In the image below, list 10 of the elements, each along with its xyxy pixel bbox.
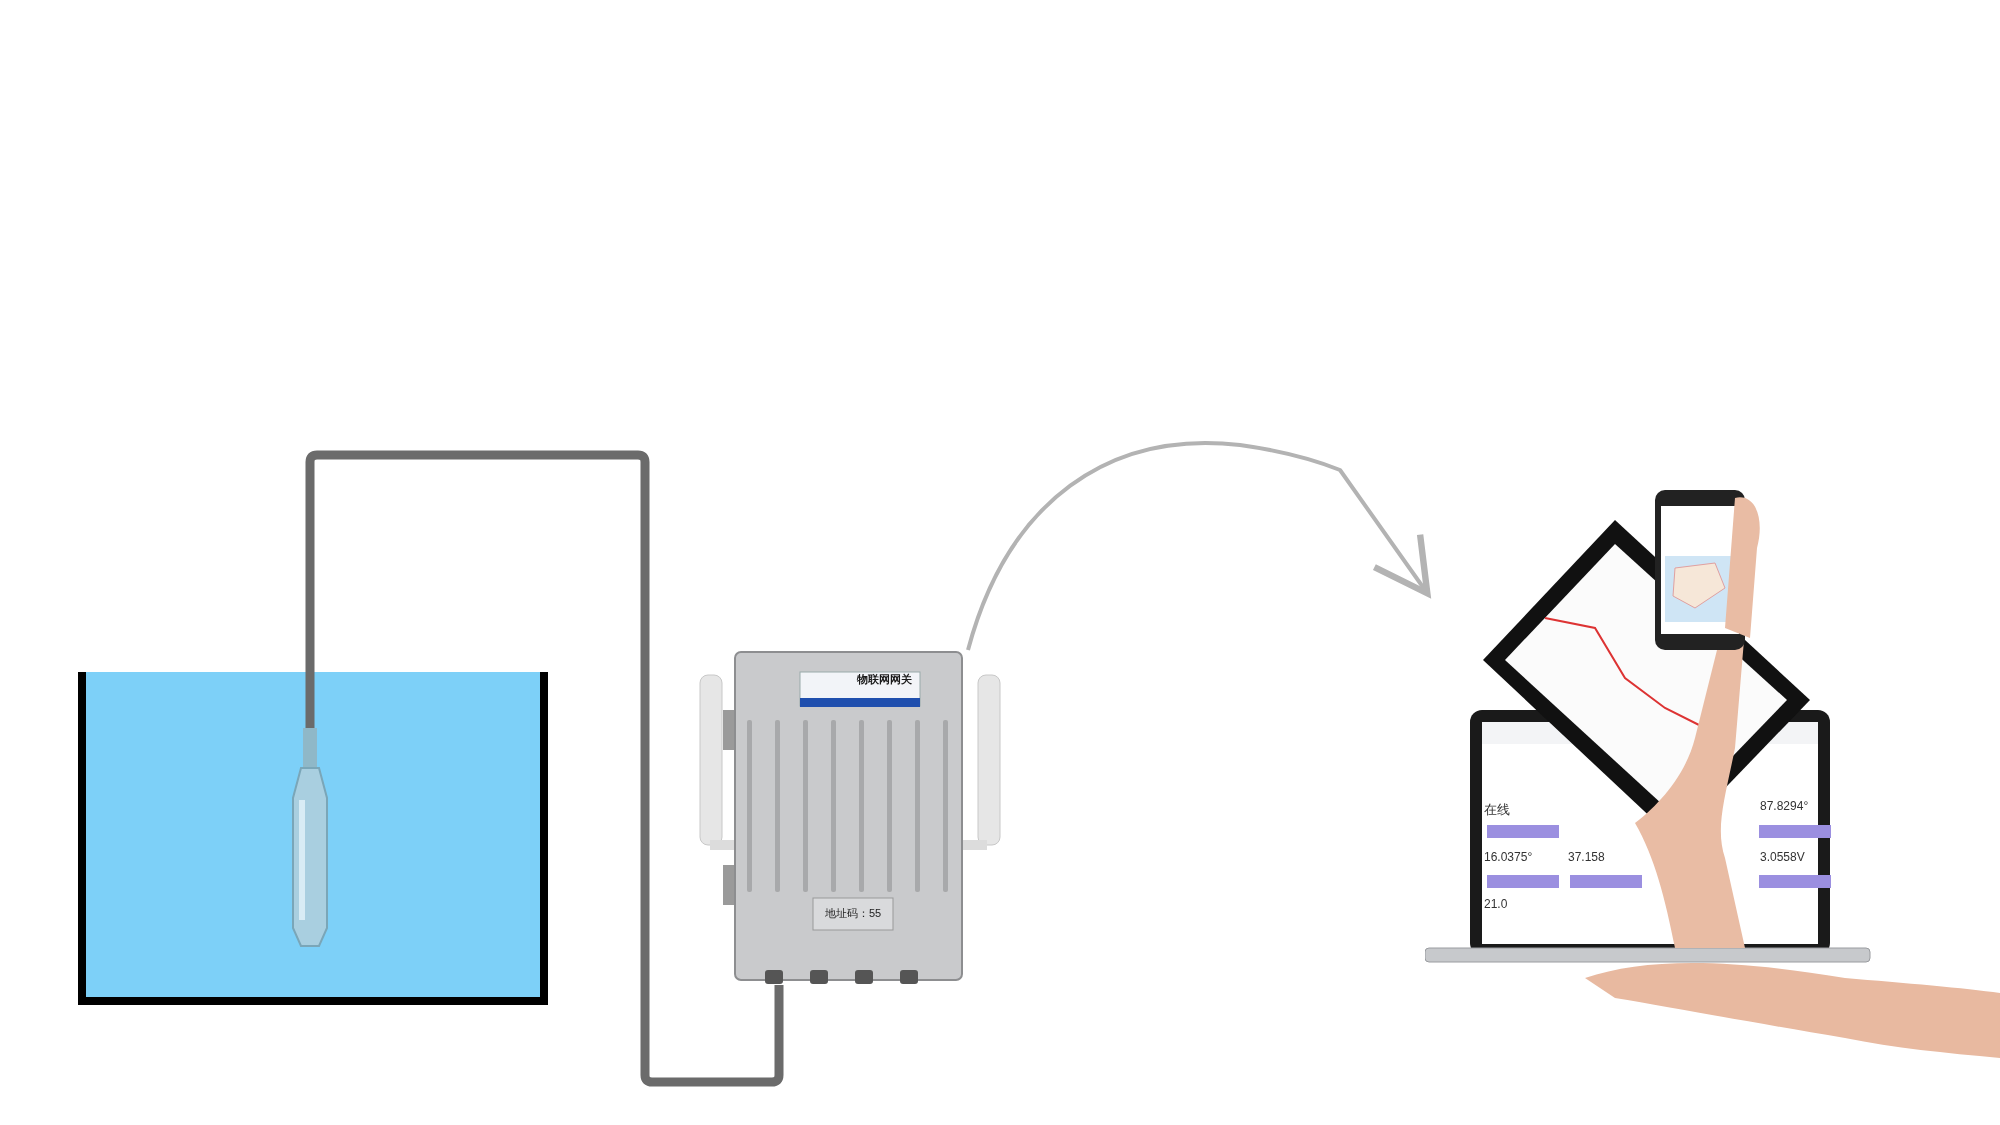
address-label: 地址码：55 [823,906,883,921]
screen-reading: 37.158 [1568,849,1605,866]
screen-reading: 16.0375° [1484,849,1533,866]
screen-reading: 87.8294° [1760,798,1809,815]
screen-reading: 3.0558V [1760,849,1805,866]
screen-reading: 21.0 [1484,896,1508,913]
curved-arrow [966,441,1431,651]
cable [305,450,784,1087]
screen-reading: 在线 [1484,801,1510,819]
device-label: 物联网网关 [855,672,913,686]
